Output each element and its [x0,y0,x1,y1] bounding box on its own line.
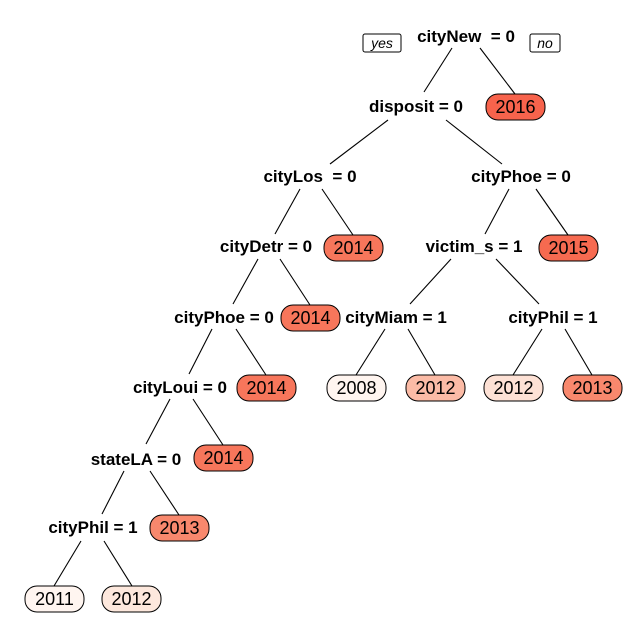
edge-n5-l2014b [279,258,311,306]
leaf-box [538,234,599,262]
split-node-victim-s: victim_s = 1 [426,237,523,256]
split-node-statela: stateLA = 0 [91,450,182,469]
edge-n3-n5 [274,188,301,235]
edge-n12-l2012c [103,540,133,587]
leaf-box [483,374,544,402]
edge-n8-l2012a [407,328,436,376]
tree-edges [53,47,593,587]
split-node-cityphil-left: cityPhil = 1 [48,518,137,537]
leaf-label: 2011 [35,589,74,609]
edge-n11-l2013b [149,470,180,516]
leaf-box [405,374,466,402]
branch-tag-no: no [529,33,561,53]
edge-n8-l2008 [355,328,386,376]
leaf-box [326,374,387,402]
leaf-label: 2015 [548,238,588,258]
edge-n10-n11 [145,398,171,445]
leaf-label: 2012 [415,378,455,398]
split-labels: cityNew = 0 disposit = 0 cityLos = 0 cit… [48,27,597,537]
leaf-box [323,234,384,262]
leaf-node: 2016 [485,93,546,121]
edge-n9-l2012b [512,328,543,376]
leaf-label: 2014 [290,308,330,328]
leaf-label: 2012 [493,378,533,398]
leaf-node: 2014 [236,374,297,402]
leaf-box [101,585,162,613]
leaf-box [236,374,297,402]
edge-n1-l2016 [479,47,516,95]
split-node-disposit: disposit = 0 [369,97,463,116]
edge-n10-l2014d [192,398,224,446]
leaf-box [149,514,210,542]
split-node-cityphoe-left: cityPhoe = 0 [174,308,274,327]
leaf-box [562,374,623,402]
leaf-node: 2014 [193,444,254,472]
edge-n2-n3 [329,119,389,165]
split-node-citylos: cityLos = 0 [263,167,356,186]
leaf-node: 2008 [326,374,387,402]
leaf-label: 2016 [495,97,535,117]
leaf-box [24,585,85,613]
edge-n6-n8 [409,258,452,305]
leaf-label: 2013 [572,378,612,398]
leaf-label: 2008 [336,378,376,398]
leaf-node: 2014 [323,234,384,262]
split-node-citynew: cityNew = 0 [417,27,515,46]
edge-n9-l2013a [564,328,593,376]
branch-tag-no-text: no [537,35,553,51]
leaf-node: 2011 [24,585,85,613]
branch-tag-yes-text: yes [370,35,393,51]
split-node-cityloui: cityLoui = 0 [133,378,227,397]
split-node-cityphil-right: cityPhil = 1 [508,308,597,327]
branch-tag-yes: yes [362,33,402,53]
split-node-cityphoe-right: cityPhoe = 0 [471,167,571,186]
leaf-node: 2014 [280,304,341,332]
leaf-nodes: 2016 2014 2015 2014 2014 2008 2012 2012 [24,93,623,613]
leaf-label: 2014 [333,238,373,258]
edge-n7-n10 [188,328,213,375]
edge-n7-l2014c [235,328,267,376]
leaf-box [193,444,254,472]
edge-n2-n4 [445,119,503,165]
leaf-label: 2012 [111,589,151,609]
edge-n1-n2 [423,47,453,93]
leaf-label: 2014 [246,378,286,398]
edge-n12-l2011 [53,540,82,587]
leaf-node: 2012 [405,374,466,402]
edge-n4-l2015 [535,188,569,236]
split-node-citymiam: cityMiam = 1 [345,308,447,327]
split-node-citydetr: cityDetr = 0 [220,237,312,256]
leaf-label: 2014 [203,448,243,468]
leaf-node: 2012 [101,585,162,613]
leaf-label: 2013 [159,518,199,538]
leaf-node: 2012 [483,374,544,402]
leaf-node: 2013 [149,514,210,542]
edge-n11-n12 [101,470,125,515]
leaf-box [485,93,546,121]
edge-n5-n7 [232,258,259,305]
edge-n4-n6 [484,188,510,235]
leaf-node: 2015 [538,234,599,262]
leaf-box [280,304,341,332]
edge-n3-l2014a [321,188,354,236]
edge-n6-n9 [495,258,540,305]
leaf-node: 2013 [562,374,623,402]
